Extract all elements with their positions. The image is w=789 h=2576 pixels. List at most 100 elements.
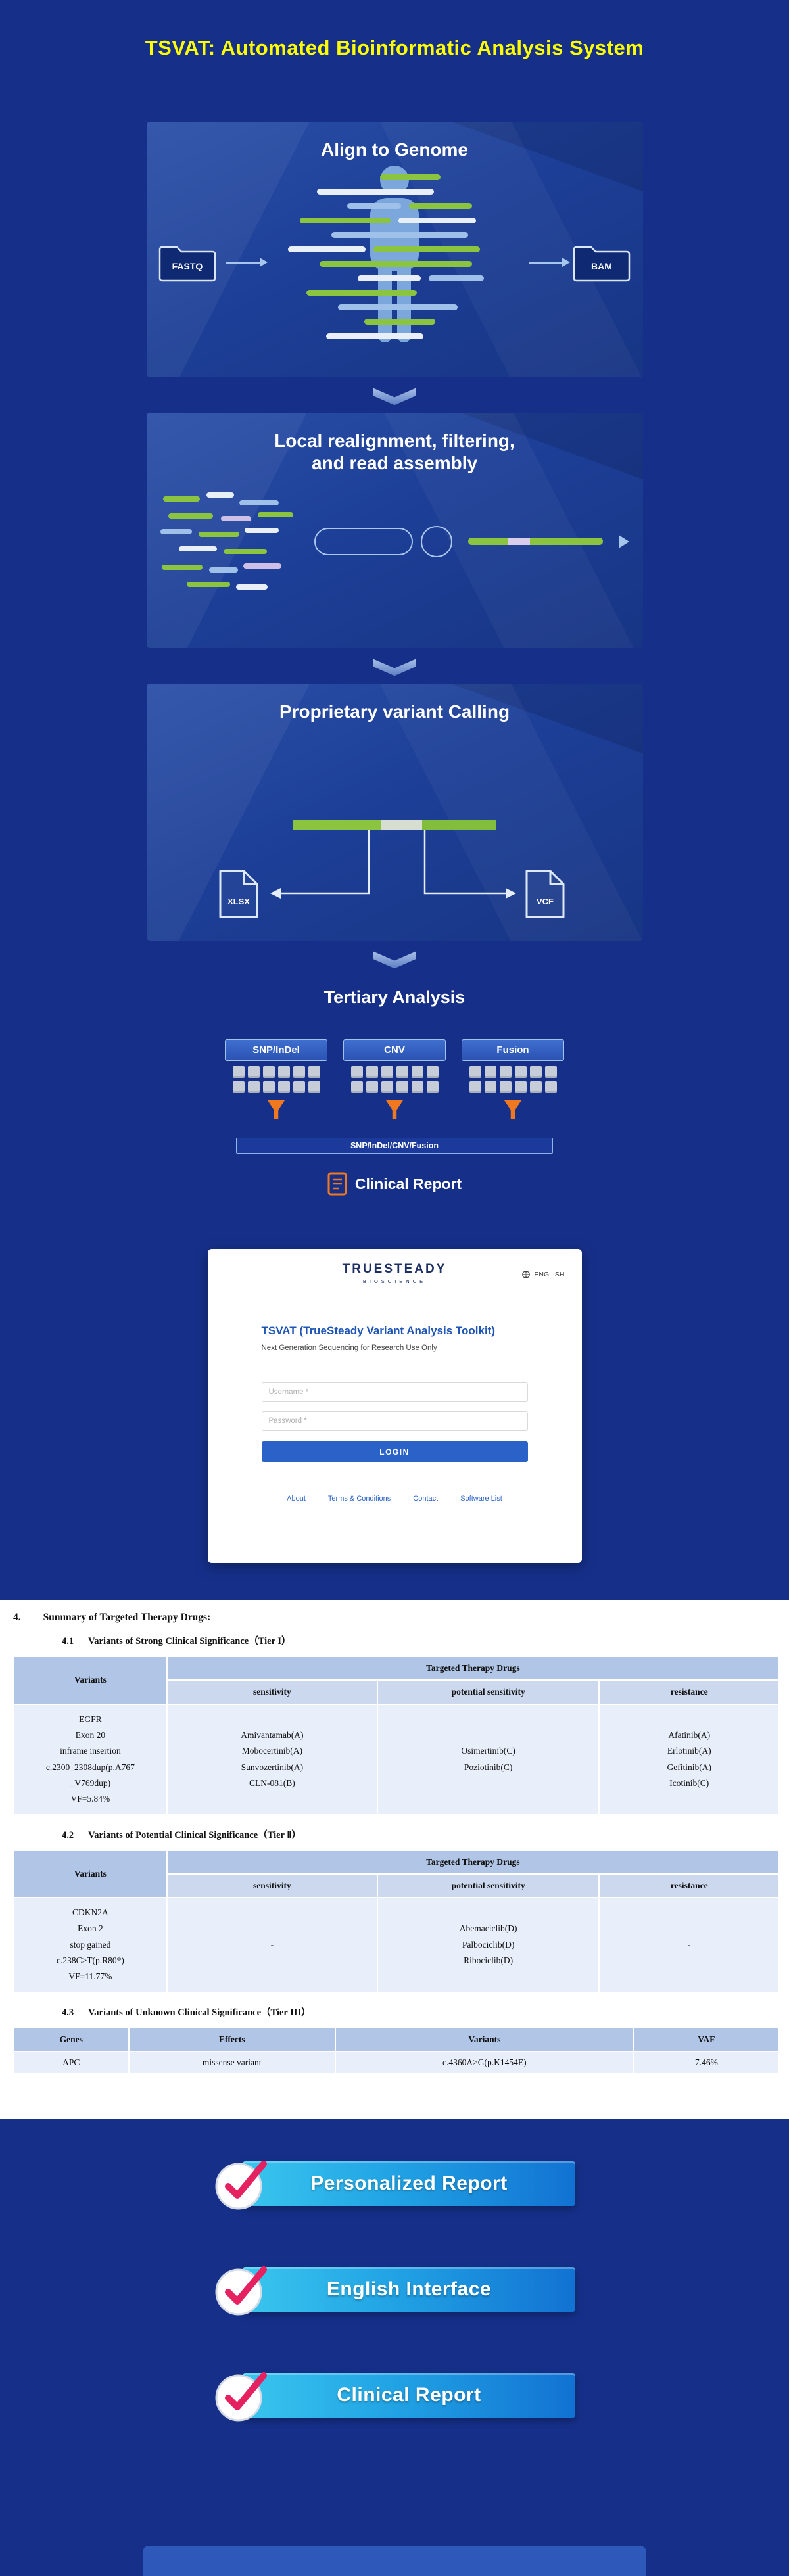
tertiary-title: Tertiary Analysis: [323, 987, 466, 1008]
feature-label: Clinical Report: [337, 2384, 481, 2406]
tier3-number: 4.3: [62, 2007, 74, 2018]
grid-square: [469, 1081, 481, 1094]
variant-region-bar: [293, 820, 496, 831]
read-bar: [326, 333, 423, 340]
col-vaf: VAF: [633, 2026, 780, 2052]
col-drugs: Targeted Therapy Drugs: [166, 1656, 780, 1681]
snp-indel-group: SNP/InDel: [225, 1039, 327, 1120]
read-bar: [347, 203, 401, 210]
tier3-table: Genes Effects Variants VAF APC missense …: [13, 2026, 780, 2075]
username-input[interactable]: [261, 1382, 528, 1403]
reference-segment: [293, 820, 381, 831]
grid-square: [262, 1066, 275, 1079]
cnv-group: CNV: [343, 1039, 446, 1120]
language-selector[interactable]: ENGLISH: [521, 1270, 565, 1279]
tier3-title: Variants of Unknown Clinical Significanc…: [88, 2007, 311, 2018]
read-bar: [235, 584, 268, 590]
read-bar: [338, 304, 458, 311]
grid-square: [499, 1081, 512, 1094]
tier1-title: Variants of Strong Clinical Significance…: [88, 1636, 291, 1647]
grid-square: [469, 1066, 481, 1079]
read-bar: [288, 246, 366, 253]
variant-cell: c.4360A>G(p.K1454E): [334, 2050, 634, 2075]
feature-banner: Personalized Report: [243, 2161, 575, 2207]
clinical-report-row: Clinical Report: [0, 1171, 789, 1197]
grid-square: [514, 1081, 527, 1094]
col-sensitivity: sensitivity: [166, 1873, 378, 1899]
col-potential-sensitivity: potential sensitivity: [376, 1873, 600, 1899]
read-bar: [317, 189, 434, 195]
about-link[interactable]: About: [287, 1495, 306, 1503]
read-bar: [320, 261, 472, 268]
grid-square: [366, 1081, 378, 1094]
section4-number: 4.: [13, 1612, 21, 1624]
grid-square: [232, 1066, 245, 1079]
tier2-table: Variants Targeted Therapy Drugs sensitiv…: [13, 1849, 780, 1993]
checkmark-icon: [215, 2161, 267, 2210]
filter-funnel-icon: [267, 1100, 285, 1120]
login-button[interactable]: LOGIN: [261, 1441, 528, 1463]
read-bar: [206, 492, 234, 498]
data-grid: [232, 1066, 320, 1094]
page-title: TSVAT: Automated Bioinformatic Analysis …: [145, 36, 644, 59]
read-bar: [186, 581, 230, 587]
realignment-panel: Local realignment, filtering, and read a…: [146, 413, 643, 649]
col-sensitivity: sensitivity: [166, 1679, 378, 1705]
xlsx-label: XLSX: [227, 897, 250, 906]
grid-square: [529, 1081, 542, 1094]
read-bar: [161, 564, 203, 570]
col-genes: Genes: [13, 2026, 130, 2052]
variant-segment: [381, 820, 422, 831]
realignment-title-line2: and read assembly: [311, 453, 478, 474]
realignment-title: Local realignment, filtering, and read a…: [147, 413, 643, 475]
fusion-group: Fusion: [462, 1039, 564, 1120]
grid-square: [396, 1066, 408, 1079]
cnv-box: CNV: [343, 1039, 446, 1062]
grid-square: [277, 1066, 290, 1079]
fusion-box: Fusion: [462, 1039, 564, 1062]
grid-square: [350, 1066, 363, 1079]
grid-square: [411, 1066, 423, 1079]
sensitivity-cell: Amivantamab(A) Mobocertinib(A) Sunvozert…: [166, 1703, 378, 1815]
potential-sensitivity-cell: Osimertinib(C) Poziotinib(C): [376, 1703, 600, 1815]
report-section: 4. Summary of Targeted Therapy Drugs: 4.…: [0, 1600, 789, 2120]
read-bar: [380, 174, 441, 181]
grid-square: [381, 1081, 393, 1094]
grid-square: [484, 1081, 496, 1094]
variant-calling-diagram: XLSX VCF: [147, 733, 643, 930]
software-list-link[interactable]: Software List: [460, 1495, 502, 1503]
grid-square: [499, 1066, 512, 1079]
snp-indel-box: SNP/InDel: [225, 1039, 327, 1062]
align-title: Align to Genome: [321, 139, 468, 160]
assembly-circle-icon: [420, 525, 452, 557]
read-bar: [168, 513, 213, 519]
login-footer-links: About Terms & Conditions Contact Softwar…: [262, 1495, 528, 1503]
align-flow: FASTQ: [147, 164, 643, 361]
tertiary-analysis-section: Tertiary Analysis SNP/InDel CNV Fusion: [0, 985, 789, 1197]
grid-square: [514, 1066, 527, 1079]
grid-square: [293, 1081, 305, 1094]
realignment-flow: [147, 486, 643, 597]
sensitivity-cell: -: [166, 1897, 378, 1993]
effect-cell: missense variant: [128, 2050, 336, 2075]
checkmark-icon: [215, 2266, 267, 2316]
arrow-right-icon: [618, 534, 629, 548]
feature-clinical-report: Clinical Report: [214, 2372, 575, 2422]
read-bar: [244, 527, 279, 533]
vaf-cell: 7.46%: [633, 2050, 780, 2075]
features-section: Personalized Report English Interface Cl…: [0, 2119, 789, 2422]
grid-square: [262, 1081, 275, 1094]
variant-calling-panel: Proprietary variant Calling XLSX: [146, 684, 643, 941]
chevron-down-icon: [373, 951, 416, 969]
assembly-shapes: [314, 525, 452, 557]
read-bar: [178, 546, 217, 551]
resistance-cell: -: [598, 1897, 780, 1993]
assembly-capsule-icon: [314, 527, 413, 555]
contact-link[interactable]: Contact: [413, 1495, 439, 1503]
col-drugs: Targeted Therapy Drugs: [166, 1849, 780, 1875]
report-document-icon: [327, 1172, 347, 1196]
tier1-table: Variants Targeted Therapy Drugs sensitiv…: [13, 1656, 780, 1815]
grid-square: [411, 1081, 423, 1094]
terms-link[interactable]: Terms & Conditions: [327, 1495, 391, 1503]
password-input[interactable]: [261, 1411, 528, 1432]
